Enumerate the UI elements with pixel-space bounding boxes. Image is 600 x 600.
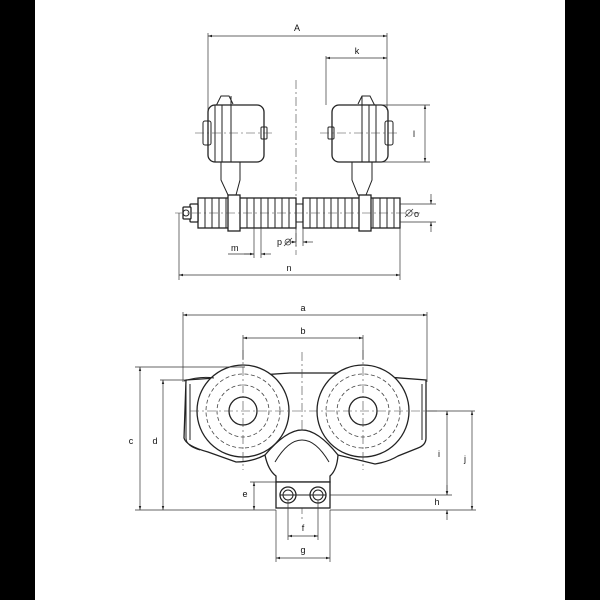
dim-label-i: i xyxy=(438,449,440,459)
dim-label-d: d xyxy=(152,436,157,446)
dim-label-n: n xyxy=(286,263,291,273)
shaft-assembly xyxy=(175,203,420,223)
dim-label-p: p xyxy=(277,237,282,247)
dim-label-f: f xyxy=(302,523,305,533)
dim-label-o: o xyxy=(414,209,419,219)
dim-label-k: k xyxy=(355,46,360,56)
left-bracket xyxy=(195,95,275,196)
dim-label-c: c xyxy=(129,436,134,446)
dim-label-e: e xyxy=(242,489,247,499)
dim-label-j: j xyxy=(463,454,466,464)
dim-label-A: A xyxy=(294,23,300,33)
front-view: a b c d e f xyxy=(129,303,476,562)
dim-label-m: m xyxy=(231,243,239,253)
dim-label-h: h xyxy=(434,497,439,507)
hanger-plate xyxy=(264,429,339,509)
top-view: A k l o p xyxy=(175,23,436,280)
right-bracket xyxy=(320,95,400,196)
dim-label-a: a xyxy=(300,303,305,313)
dim-label-g: g xyxy=(300,545,305,555)
dim-label-l: l xyxy=(413,129,415,139)
dim-label-b: b xyxy=(300,326,305,336)
